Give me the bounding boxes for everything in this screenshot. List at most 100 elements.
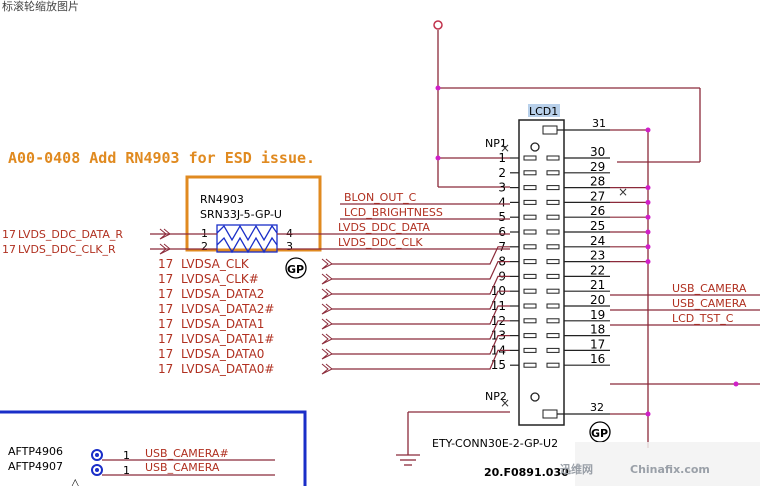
offpage-connector-icon [321, 258, 333, 270]
pin-number: 19 [590, 308, 605, 322]
net-ddc-clk-r: LVDS_DDC_CLK_R [18, 243, 116, 256]
pin-contact [546, 229, 560, 235]
svg-text:17: 17 [158, 272, 173, 286]
connector-part: ETY-CONN30E-2-GP-U2 [432, 437, 558, 450]
pin-contact [523, 347, 537, 353]
pin-number: 18 [590, 323, 605, 337]
pin-contact [546, 259, 560, 265]
offpage-connector-icon [321, 363, 333, 375]
pin-contact [523, 244, 537, 250]
pin-number: 16 [590, 352, 605, 366]
offpage-connector-icon [321, 333, 333, 345]
lvds-wire [332, 335, 510, 355]
connector-body [518, 119, 565, 426]
svg-text:17: 17 [158, 302, 173, 316]
testpoint-region [0, 410, 307, 486]
lvds-wire [332, 320, 510, 340]
lvds-net-label: LVDSA_CLK [181, 257, 250, 271]
pin-contact [546, 362, 560, 368]
pin-contact [523, 185, 537, 191]
junction-dot [645, 214, 651, 220]
lvds-wire [332, 349, 510, 370]
lvds-net-label: LVDSA_DATA1# [181, 332, 274, 346]
mid-net-wires [150, 203, 510, 250]
gp-badge-icon [285, 257, 307, 279]
pin-number: 6 [498, 225, 506, 239]
warning-icon: △ [71, 476, 80, 486]
net-ddc-clk: LVDS_DDC_CLK [338, 236, 423, 249]
svg-text:1: 1 [123, 449, 130, 462]
lvds-wire [332, 305, 510, 325]
pin-number: 4 [498, 195, 506, 209]
ground-symbol-icon [396, 411, 510, 466]
pin-contact [523, 333, 537, 339]
net-ddc-data-r: LVDS_DDC_DATA_R [18, 228, 123, 241]
pin-number: 1 [498, 151, 506, 165]
np1-label: NP1 [485, 137, 507, 150]
pin-contact [546, 303, 560, 309]
rn-gp-label: GP [287, 263, 304, 276]
rn-ref: RN4903 [200, 193, 244, 206]
rn4903-eco-box [185, 175, 322, 252]
connector-ref-highlight [528, 104, 560, 117]
pin-contact [523, 318, 537, 324]
zoom-hint: 标滚轮缩放图片 [2, 0, 79, 13]
pin-contact [546, 199, 560, 205]
pin-contact [523, 170, 537, 176]
svg-text:17: 17 [2, 243, 16, 256]
pin-contact [546, 318, 560, 324]
junction-dot [645, 259, 651, 265]
pin32-pad [542, 409, 558, 419]
watermark-en: Chinafix.com [630, 463, 710, 476]
pin-contact [546, 214, 560, 220]
pin-contact [546, 185, 560, 191]
junction-dot [645, 185, 651, 191]
junction-dot [733, 381, 739, 387]
pin-number: 23 [590, 249, 605, 263]
pin31-pad [542, 125, 558, 135]
pin-number: 2 [498, 166, 506, 180]
offpage-connector-icon [321, 303, 333, 315]
lvds-wire [332, 275, 510, 295]
pin-number: 30 [590, 145, 605, 159]
net-lcd-tst: LCD_TST_C [672, 312, 734, 325]
watermark-cn: 迅维网 [560, 462, 593, 476]
junction-dot [645, 199, 651, 205]
junction-dot [645, 244, 651, 250]
offpage-connector-icon [321, 318, 333, 330]
lvds-wire [332, 290, 510, 310]
net-usb-camera-p: USB_CAMERA [145, 461, 220, 474]
pin-contact [546, 170, 560, 176]
svg-text:17: 17 [158, 287, 173, 301]
pin-contact [523, 214, 537, 220]
pin-number: 27 [590, 189, 605, 203]
rn-pin3: 3 [286, 240, 293, 253]
pin29-nc-icon: × [618, 185, 628, 199]
pin-number: 3 [498, 181, 506, 195]
pin-contact [546, 333, 560, 339]
pin-contact [523, 199, 537, 205]
pin-contact [523, 362, 537, 368]
net-usb-camera-n: USB_CAMERA# [145, 447, 229, 460]
lvds-wire [332, 246, 510, 265]
connector-ref: LCD1 [529, 105, 558, 118]
junction-dot [645, 127, 651, 133]
nc-mark-icon: × [500, 396, 510, 410]
pin-contact [546, 273, 560, 279]
pin-contact [523, 155, 537, 161]
np2-label: NP2 [485, 390, 507, 403]
svg-text:17: 17 [158, 317, 173, 331]
svg-text:1: 1 [123, 464, 130, 477]
power-flag-icon [433, 20, 443, 30]
offpage-connector-icon [321, 288, 333, 300]
pin-number: 15 [491, 358, 506, 372]
lvds-net-label: LVDSA_DATA0 [181, 347, 264, 361]
svg-text:17: 17 [158, 257, 173, 271]
pin-contact [523, 273, 537, 279]
lvds-wire [332, 261, 510, 280]
gnd-bus-junctions [645, 127, 651, 417]
pin-number: 5 [498, 210, 506, 224]
pin-contact [523, 288, 537, 294]
